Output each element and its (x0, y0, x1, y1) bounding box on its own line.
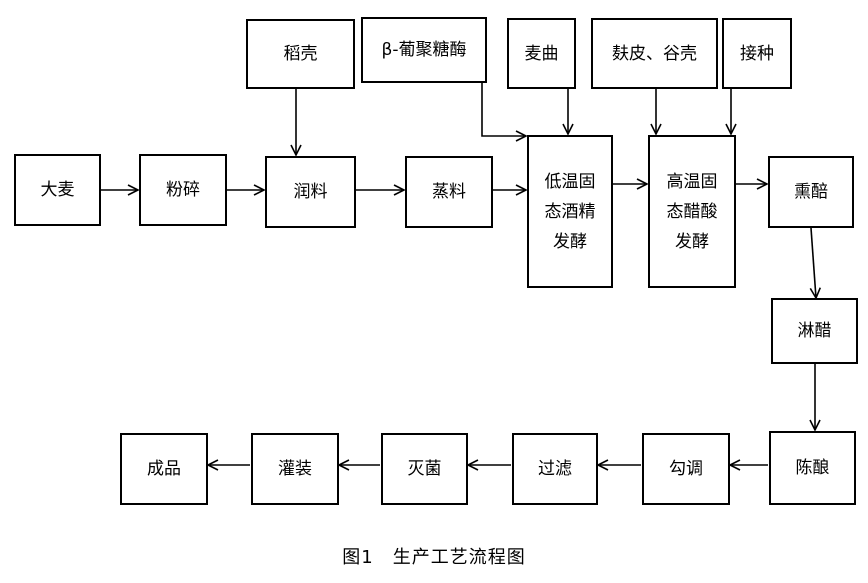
node-runliao-label: 润料 (293, 182, 328, 202)
node-daoke-label: 稻壳 (283, 44, 318, 64)
node-maiqu: 麦曲 (507, 18, 576, 89)
node-chengpin-label: 成品 (147, 459, 181, 479)
node-fupi-guke-label: 麸皮、谷壳 (612, 43, 697, 64)
node-chenniang-label: 陈酿 (795, 458, 830, 478)
node-ethanol-ferment-label: 低温固 态酒精 发酵 (544, 171, 596, 252)
node-guanzhuang: 灌装 (251, 433, 339, 505)
node-beta-glucanase-label: β-葡聚糖酶 (381, 40, 467, 60)
node-miejun: 灭菌 (381, 433, 468, 505)
node-goudiao: 勾调 (642, 433, 730, 505)
node-xuncu: 熏醅 (768, 156, 854, 228)
node-guolv-label: 过滤 (538, 459, 572, 479)
node-acetic-ferment: 高温固 态醋酸 发酵 (648, 135, 736, 288)
arrow-xuncu-linchu (809, 227, 822, 300)
node-fupi-guke: 麸皮、谷壳 (591, 18, 718, 89)
node-xuncu-label: 熏醅 (794, 182, 828, 202)
node-maiqu-label: 麦曲 (524, 43, 559, 64)
node-fensui: 粉碎 (139, 154, 227, 226)
figure-caption: 图1 生产工艺流程图 (342, 547, 526, 568)
node-daoke: 稻壳 (246, 19, 355, 89)
node-zhengliao: 蒸料 (405, 156, 493, 228)
node-goudiao-label: 勾调 (669, 459, 703, 479)
node-zhengliao-label: 蒸料 (432, 182, 466, 202)
node-acetic-ferment-label: 高温固 态醋酸 发酵 (666, 171, 718, 252)
node-linchu-label: 淋醋 (797, 321, 832, 341)
node-jiezhong: 接种 (722, 18, 792, 89)
node-linchu: 淋醋 (771, 298, 858, 364)
node-chengpin: 成品 (120, 433, 208, 505)
node-miejun-label: 灭菌 (407, 459, 442, 479)
node-ethanol-ferment: 低温固 态酒精 发酵 (527, 135, 613, 288)
node-runliao: 润料 (265, 156, 356, 228)
node-fensui-label: 粉碎 (166, 180, 200, 200)
node-damai: 大麦 (14, 154, 101, 226)
node-chenniang: 陈酿 (769, 431, 856, 505)
node-beta-glucanase: β-葡聚糖酶 (361, 17, 487, 83)
node-guanzhuang-label: 灌装 (278, 459, 312, 479)
node-guolv: 过滤 (512, 433, 598, 505)
arrow-glucanase-ethanol (481, 83, 528, 142)
node-damai-label: 大麦 (40, 180, 75, 200)
node-jiezhong-label: 接种 (740, 43, 774, 64)
